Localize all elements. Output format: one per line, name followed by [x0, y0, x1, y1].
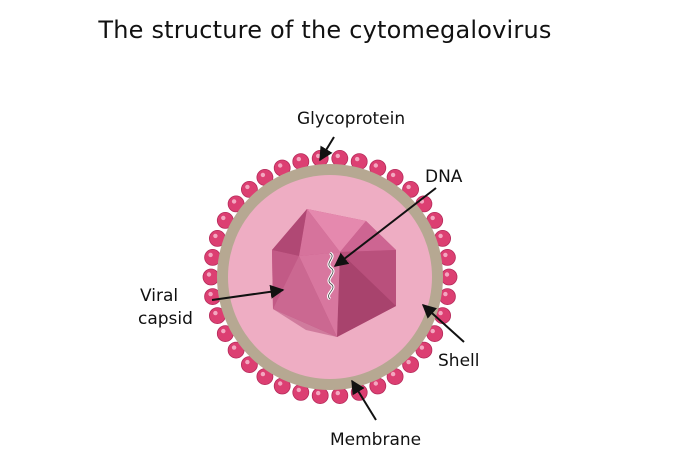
glycoprotein-bead: [311, 387, 329, 405]
glycoprotein-bead-highlight: [335, 153, 340, 159]
glycoprotein-bead-highlight: [316, 153, 321, 159]
glycoprotein-bead-highlight: [406, 359, 411, 365]
glycoprotein-bead-highlight: [208, 252, 213, 258]
glycoprotein-beads: [202, 149, 458, 405]
glycoprotein-bead-highlight: [335, 390, 340, 396]
label-viral-capsid-line2: capsid: [138, 309, 193, 329]
glycoprotein-bead-highlight: [430, 328, 435, 334]
glycoprotein-bead-highlight: [438, 233, 443, 239]
glycoprotein-bead: [331, 387, 349, 405]
glycoprotein-bead-highlight: [438, 310, 443, 316]
glycoprotein-bead-highlight: [231, 199, 237, 204]
viral-capsid-arrow: [211, 284, 285, 301]
glycoprotein-bead-highlight: [221, 215, 226, 221]
glycoprotein-bead-highlight: [231, 345, 237, 350]
glycoprotein-arrow: [319, 136, 335, 162]
glycoprotein-bead-highlight: [296, 156, 301, 162]
glycoprotein-bead-highlight: [213, 310, 218, 316]
diagram-title: The structure of the cytomegalovirus: [98, 16, 552, 44]
glycoprotein-bead-highlight: [444, 272, 450, 277]
glycoprotein-bead-highlight: [221, 328, 226, 334]
glycoprotein-bead-highlight: [316, 390, 321, 396]
glycoprotein-bead-highlight: [355, 156, 360, 162]
glycoprotein-bead-highlight: [406, 184, 411, 190]
glycoprotein-bead: [240, 356, 258, 374]
glycoprotein-bead-highlight: [245, 359, 250, 365]
glycoprotein-bead-highlight: [213, 233, 218, 239]
glycoprotein-bead-highlight: [278, 381, 283, 386]
glycoprotein-bead-highlight: [260, 172, 266, 178]
dna-arrow: [333, 187, 437, 267]
glycoprotein-bead-highlight: [443, 252, 448, 258]
glycoprotein-bead-highlight: [443, 291, 448, 297]
glycoprotein-bead: [402, 356, 420, 374]
glycoprotein-bead-highlight: [206, 272, 212, 277]
glycoprotein-bead-highlight: [390, 172, 396, 178]
label-dna: DNA: [425, 167, 463, 187]
glycoprotein-bead-highlight: [278, 163, 283, 168]
glycoprotein-bead: [440, 268, 458, 286]
glycoprotein-bead-highlight: [419, 345, 425, 350]
shell-arrow: [421, 304, 465, 343]
glycoprotein-bead-highlight: [296, 387, 301, 393]
glycoprotein-bead: [202, 268, 220, 286]
glycoprotein-bead: [402, 180, 420, 198]
glycoprotein-bead-highlight: [390, 371, 396, 377]
glycoprotein-bead-highlight: [245, 184, 250, 190]
glycoprotein-bead-highlight: [208, 291, 213, 297]
glycoprotein-bead: [240, 180, 258, 198]
label-membrane: Membrane: [330, 430, 421, 450]
membrane-arrow: [351, 379, 377, 421]
label-glycoprotein: Glycoprotein: [297, 109, 405, 129]
glycoprotein-bead-highlight: [373, 163, 378, 168]
label-viral-capsid-line1: Viral: [140, 286, 178, 306]
glycoprotein-bead-highlight: [373, 381, 378, 386]
label-shell: Shell: [438, 351, 479, 371]
glycoprotein-bead-highlight: [430, 215, 435, 221]
glycoprotein-bead: [331, 149, 349, 167]
glycoprotein-bead-highlight: [260, 371, 266, 377]
